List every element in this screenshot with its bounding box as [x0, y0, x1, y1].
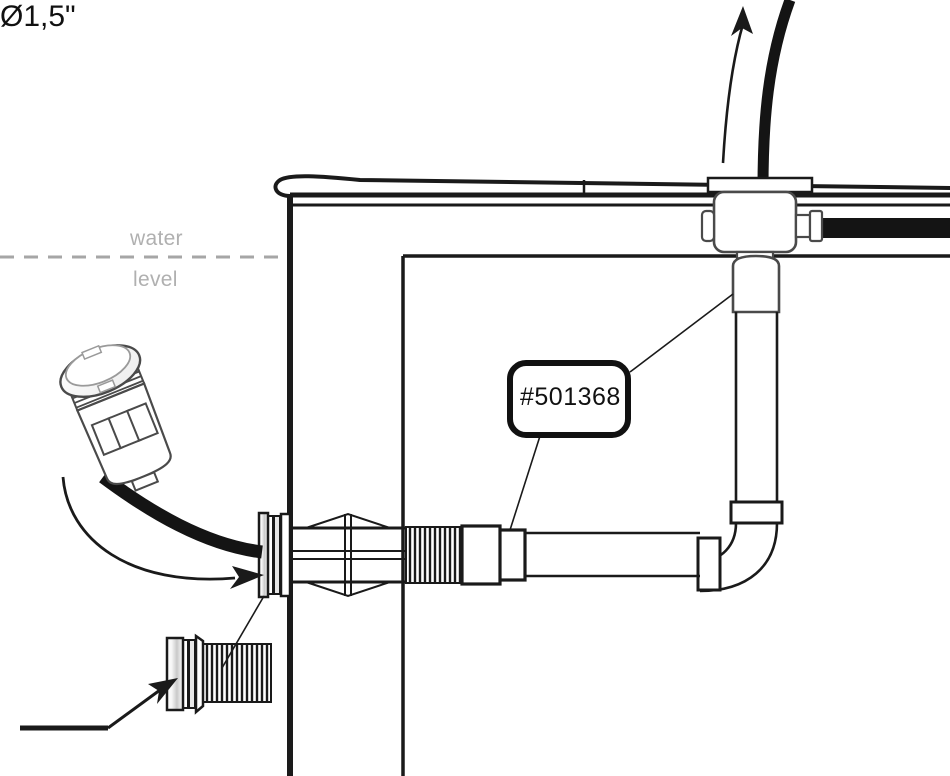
sensor-cable [99, 471, 263, 559]
part-code-box[interactable] [507, 360, 631, 438]
pipe-coupling-left [460, 524, 502, 586]
aerator-sensor [59, 344, 172, 492]
water-level-label-bottom: level [133, 268, 178, 291]
vertical-pipe [731, 254, 781, 508]
part-code-label: #501368 [520, 383, 621, 411]
bulkhead-fitting-installed [257, 511, 406, 599]
horizontal-pipe [497, 528, 700, 582]
diameter-leader [20, 678, 178, 731]
code-leader-lower [509, 435, 541, 531]
code-leader-upper [629, 293, 734, 373]
flow-arrow-up [721, 6, 753, 164]
valve-body [700, 176, 824, 266]
threaded-nipple [405, 526, 463, 584]
diameter-label: Ø1,5" [0, 0, 76, 33]
water-level-label-top: water [130, 227, 183, 250]
air-hose-top [757, 0, 796, 189]
bulkhead-fitting-loose [165, 633, 272, 715]
elbow-90 [696, 500, 784, 593]
bulkhead-leader [221, 595, 265, 669]
install-arrow [61, 476, 264, 589]
tank-outline [273, 174, 950, 776]
